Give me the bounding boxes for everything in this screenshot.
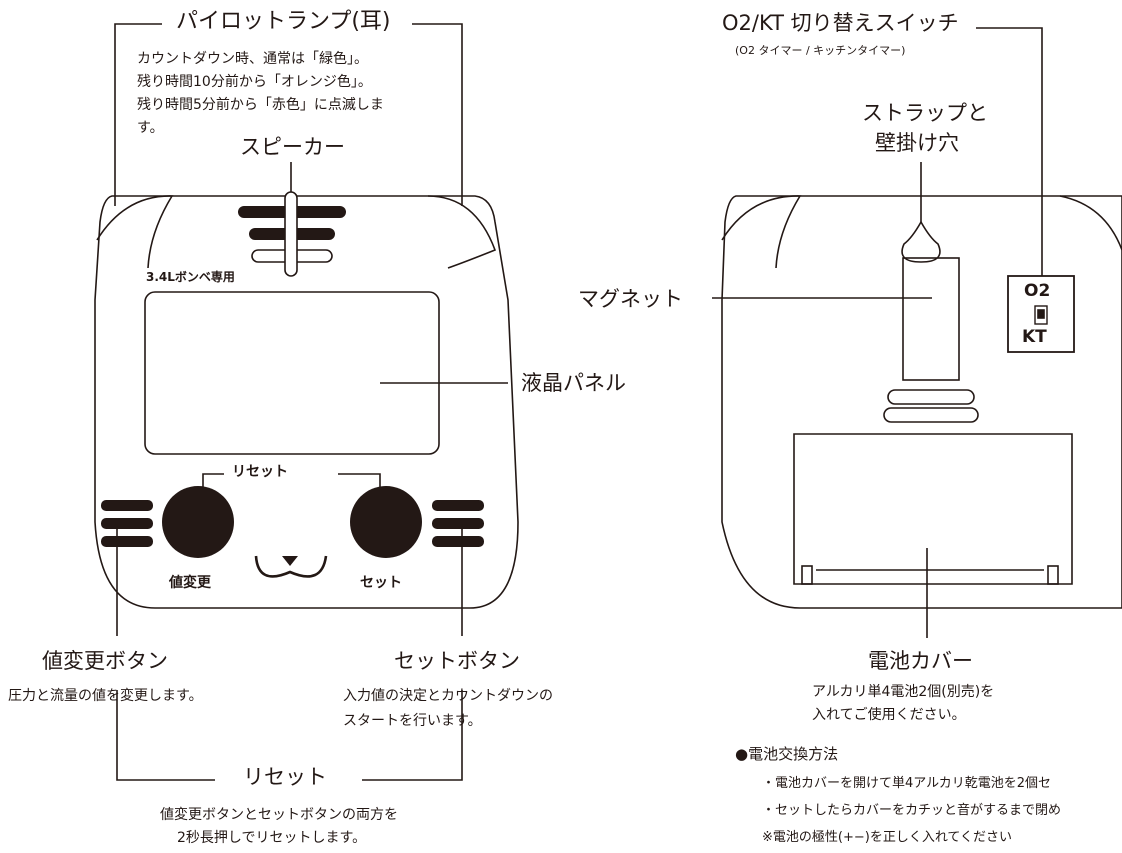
exchange-line-1: ・電池カバーを開けて単4アルカリ乾電池を2個セ [762, 776, 1052, 791]
bombe-label: 3.4Lボンベ専用 [146, 270, 235, 284]
bottom-reset-bracket [116, 690, 215, 781]
strap-label-1: ストラップと [862, 101, 988, 125]
set-button-shape [350, 486, 422, 558]
switch-slider-knob [1037, 309, 1045, 319]
switch-leader-line [976, 27, 1043, 276]
value-change-button-shape [162, 486, 234, 558]
switch-slider-icon [1034, 305, 1048, 325]
lcd-label: 液晶パネル [521, 371, 626, 395]
reset-desc-2: 2秒長押しでリセットします。 [177, 830, 367, 846]
switch-o2-label: O2 [1024, 281, 1051, 301]
set-button-title: セットボタン [394, 649, 520, 673]
pilot-line-3: 残り時間5分前から「赤色」に点滅しま [137, 97, 384, 113]
battery-cover-hinge [887, 389, 975, 405]
exchange-line-3: ※電池の極性(+−)を正しく入れてください [762, 830, 1013, 845]
battery-cover-hinge-lower [883, 407, 979, 423]
battery-desc-2: 入れてご使用ください。 [812, 707, 966, 723]
value-button-desc: 圧力と流量の値を変更します。 [8, 688, 203, 704]
reset-bracket [202, 473, 224, 488]
strap-hole-shape [901, 220, 941, 263]
reset-title: リセット [243, 765, 327, 789]
set-button-desc-1: 入力値の決定とカウントダウンの [343, 688, 553, 704]
bottom-reset-bracket-right [362, 690, 463, 781]
back-body-outline [721, 195, 1122, 609]
pilot-line-1: カウントダウン時、通常は「緑色」。 [137, 51, 368, 67]
switch-kt-label: KT [1022, 327, 1047, 347]
switch-box [1007, 275, 1075, 353]
exchange-line-2: ・セットしたらカバーをカチッと音がするまで閉め [762, 803, 1062, 818]
cat-mouth [254, 555, 328, 578]
reset-bracket-right [338, 473, 381, 488]
magnet-label: マグネット [578, 287, 683, 311]
switch-title: O2/KT 切り替えスイッチ [722, 11, 959, 35]
value-button-title: 値変更ボタン [42, 649, 168, 673]
back-left-ear [721, 195, 802, 269]
left-ear-shape [96, 195, 174, 269]
switch-subtitle: (O2 タイマー / キッチンタイマー) [735, 44, 906, 57]
front-body-outline [94, 195, 519, 609]
battery-cover-tab-left [801, 565, 813, 585]
reset-desc-1: 値変更ボタンとセットボタンの両方を [160, 807, 398, 823]
battery-desc-1: アルカリ単4電池2個(別売)を [812, 684, 995, 700]
right-ear-shape [427, 195, 497, 269]
pilot-lamp-title: パイロットランプ(耳) [176, 9, 391, 34]
pilot-leader-line-right [412, 23, 463, 206]
magnet-shape [902, 257, 960, 381]
battery-cover-title: 電池カバー [868, 649, 973, 673]
lcd-panel-shape [144, 291, 440, 455]
pilot-line-2: 残り時間10分前から「オレンジ色」。 [137, 74, 372, 90]
speaker-grille [238, 191, 346, 277]
value-change-button-label: 値変更 [169, 575, 211, 591]
pilot-line-4: す。 [137, 120, 164, 136]
right-lamp-bars [432, 500, 484, 547]
strap-label-2: 壁掛け穴 [875, 131, 959, 155]
reset-top-label: リセット [232, 464, 288, 480]
battery-cover-tab-right [1047, 565, 1059, 585]
set-button-desc-2: スタートを行います。 [343, 713, 482, 729]
battery-cover-shape [793, 433, 1073, 585]
speaker-label: スピーカー [240, 135, 345, 159]
back-right-ear [1059, 195, 1122, 251]
set-button-label: セット [360, 575, 402, 591]
exchange-title: ●電池交換方法 [735, 745, 839, 763]
pilot-leader-line [114, 23, 162, 206]
left-lamp-bars [101, 500, 153, 547]
